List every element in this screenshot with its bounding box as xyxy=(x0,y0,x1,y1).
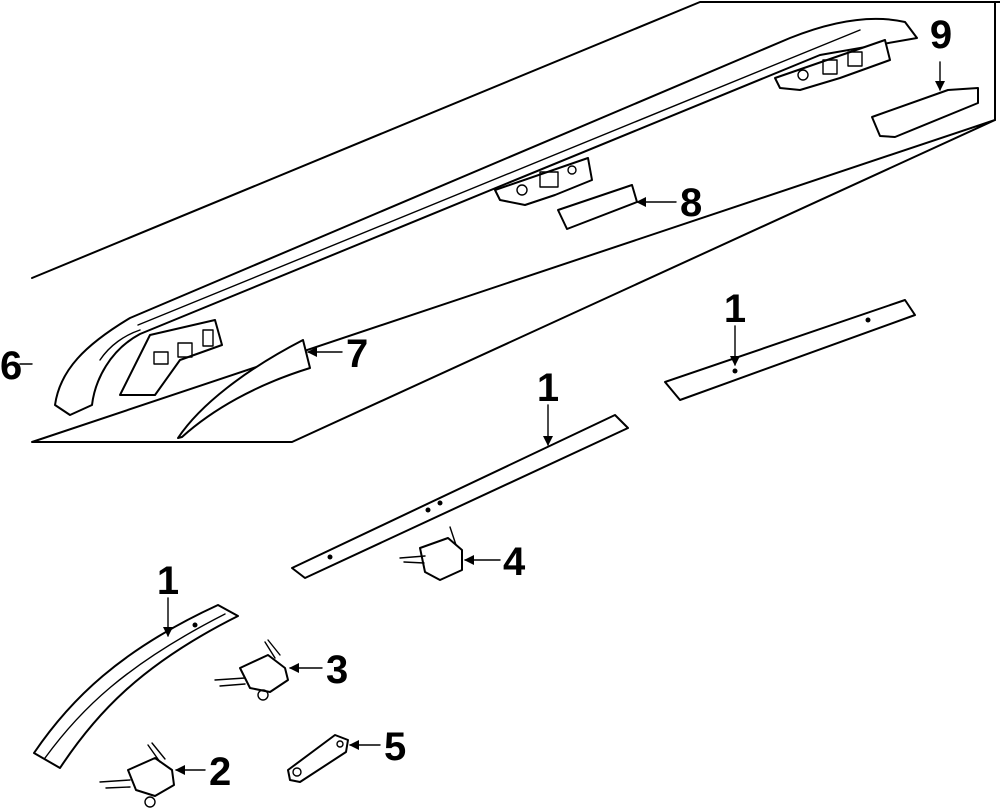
roof-rail xyxy=(54,17,918,416)
callout-1c: 1 xyxy=(157,559,179,603)
callout-3: 3 xyxy=(326,648,348,692)
callout-1b: 1 xyxy=(537,366,559,410)
cover-plate-8 xyxy=(557,184,638,230)
callout-8: 8 xyxy=(680,181,702,225)
trim-cover-7 xyxy=(177,339,311,439)
bracket-3 xyxy=(214,639,289,701)
callout-2: 2 xyxy=(209,750,231,794)
cover-plate-9 xyxy=(871,87,979,138)
seal-strip-front xyxy=(664,299,916,401)
bracket-4 xyxy=(399,526,463,581)
seal-strip-middle xyxy=(291,414,629,579)
assembly-box xyxy=(31,1,1000,443)
callout-7: 7 xyxy=(346,332,368,376)
callout-4: 4 xyxy=(503,540,526,584)
bracket-2 xyxy=(99,742,175,808)
callout-5: 5 xyxy=(384,725,406,769)
seal-strip-rear xyxy=(33,604,239,769)
clip-5 xyxy=(287,734,349,783)
callout-1a: 1 xyxy=(724,287,746,331)
callout-9: 9 xyxy=(930,13,952,57)
callout-6: 6 xyxy=(0,344,22,388)
